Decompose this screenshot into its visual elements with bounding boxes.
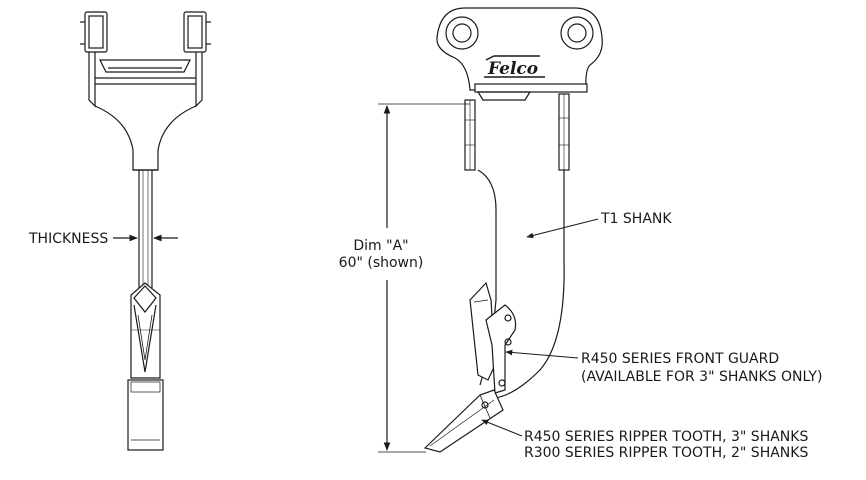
leader-lines (481, 218, 599, 437)
front-view-ripper-tooth (127, 282, 164, 451)
mounting-posts (464, 93, 570, 171)
dim-a-dimension (378, 103, 470, 453)
front-guard (469, 281, 517, 394)
front-guard-label: R450 SERIES FRONT GUARD (581, 351, 780, 367)
dim-a-label: Dim "A" (353, 238, 409, 254)
felco-logo: Felco (484, 55, 545, 79)
front-view (80, 11, 211, 451)
ripper-tooth-r300-label: R300 SERIES RIPPER TOOTH, 2" SHANKS (524, 445, 809, 461)
front-guard-availability-label: (AVAILABLE FOR 3" SHANKS ONLY) (581, 369, 823, 385)
front-view-shank-rod (138, 170, 153, 288)
felco-logo-text: Felco (487, 59, 538, 79)
dim-a-shown-label: 60" (shown) (338, 255, 424, 271)
side-view: Felco (378, 7, 603, 453)
ripper-tooth-r450-label: R450 SERIES RIPPER TOOTH, 3" SHANKS (524, 429, 809, 445)
thickness-label: THICKNESS (29, 231, 109, 247)
t1-shank-label: T1 SHANK (601, 211, 672, 227)
front-view-shank-neck (94, 105, 197, 171)
ripper-tooth (423, 389, 504, 453)
front-view-top-bracket (80, 11, 211, 108)
hitch-plate (436, 7, 603, 101)
